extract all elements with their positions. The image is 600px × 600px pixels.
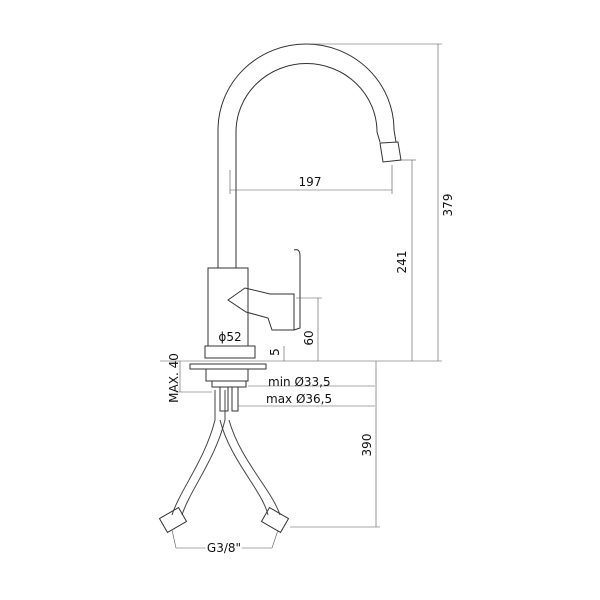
dim-hole-min: min Ø33,5 [268,375,331,389]
dim-390: 390 [360,434,374,457]
dim-hole-max: max Ø36,5 [266,392,332,406]
connector-left [158,506,188,534]
mounting [189,363,267,412]
lever [293,249,301,331]
dim-197: 197 [299,175,322,189]
hoses [158,390,290,534]
dim-5: 5 [268,348,282,356]
dim-241: 241 [395,251,409,274]
body [204,249,301,359]
dim-diameter-52: ϕ52 [218,330,241,344]
handle [227,287,295,331]
base-ring [204,345,256,359]
dim-g38: G3/8" [207,541,241,555]
aerator [379,141,402,163]
connector-right [260,506,290,534]
dim-60: 60 [302,330,316,345]
dimension-labels: 379 241 197 60 5 ϕ52 MAX. 40 min Ø33,5 m… [167,175,455,557]
dim-max-40: MAX. 40 [167,353,181,403]
dimension-lines [160,43,442,549]
dim-379: 379 [441,194,455,217]
spout [217,43,402,268]
